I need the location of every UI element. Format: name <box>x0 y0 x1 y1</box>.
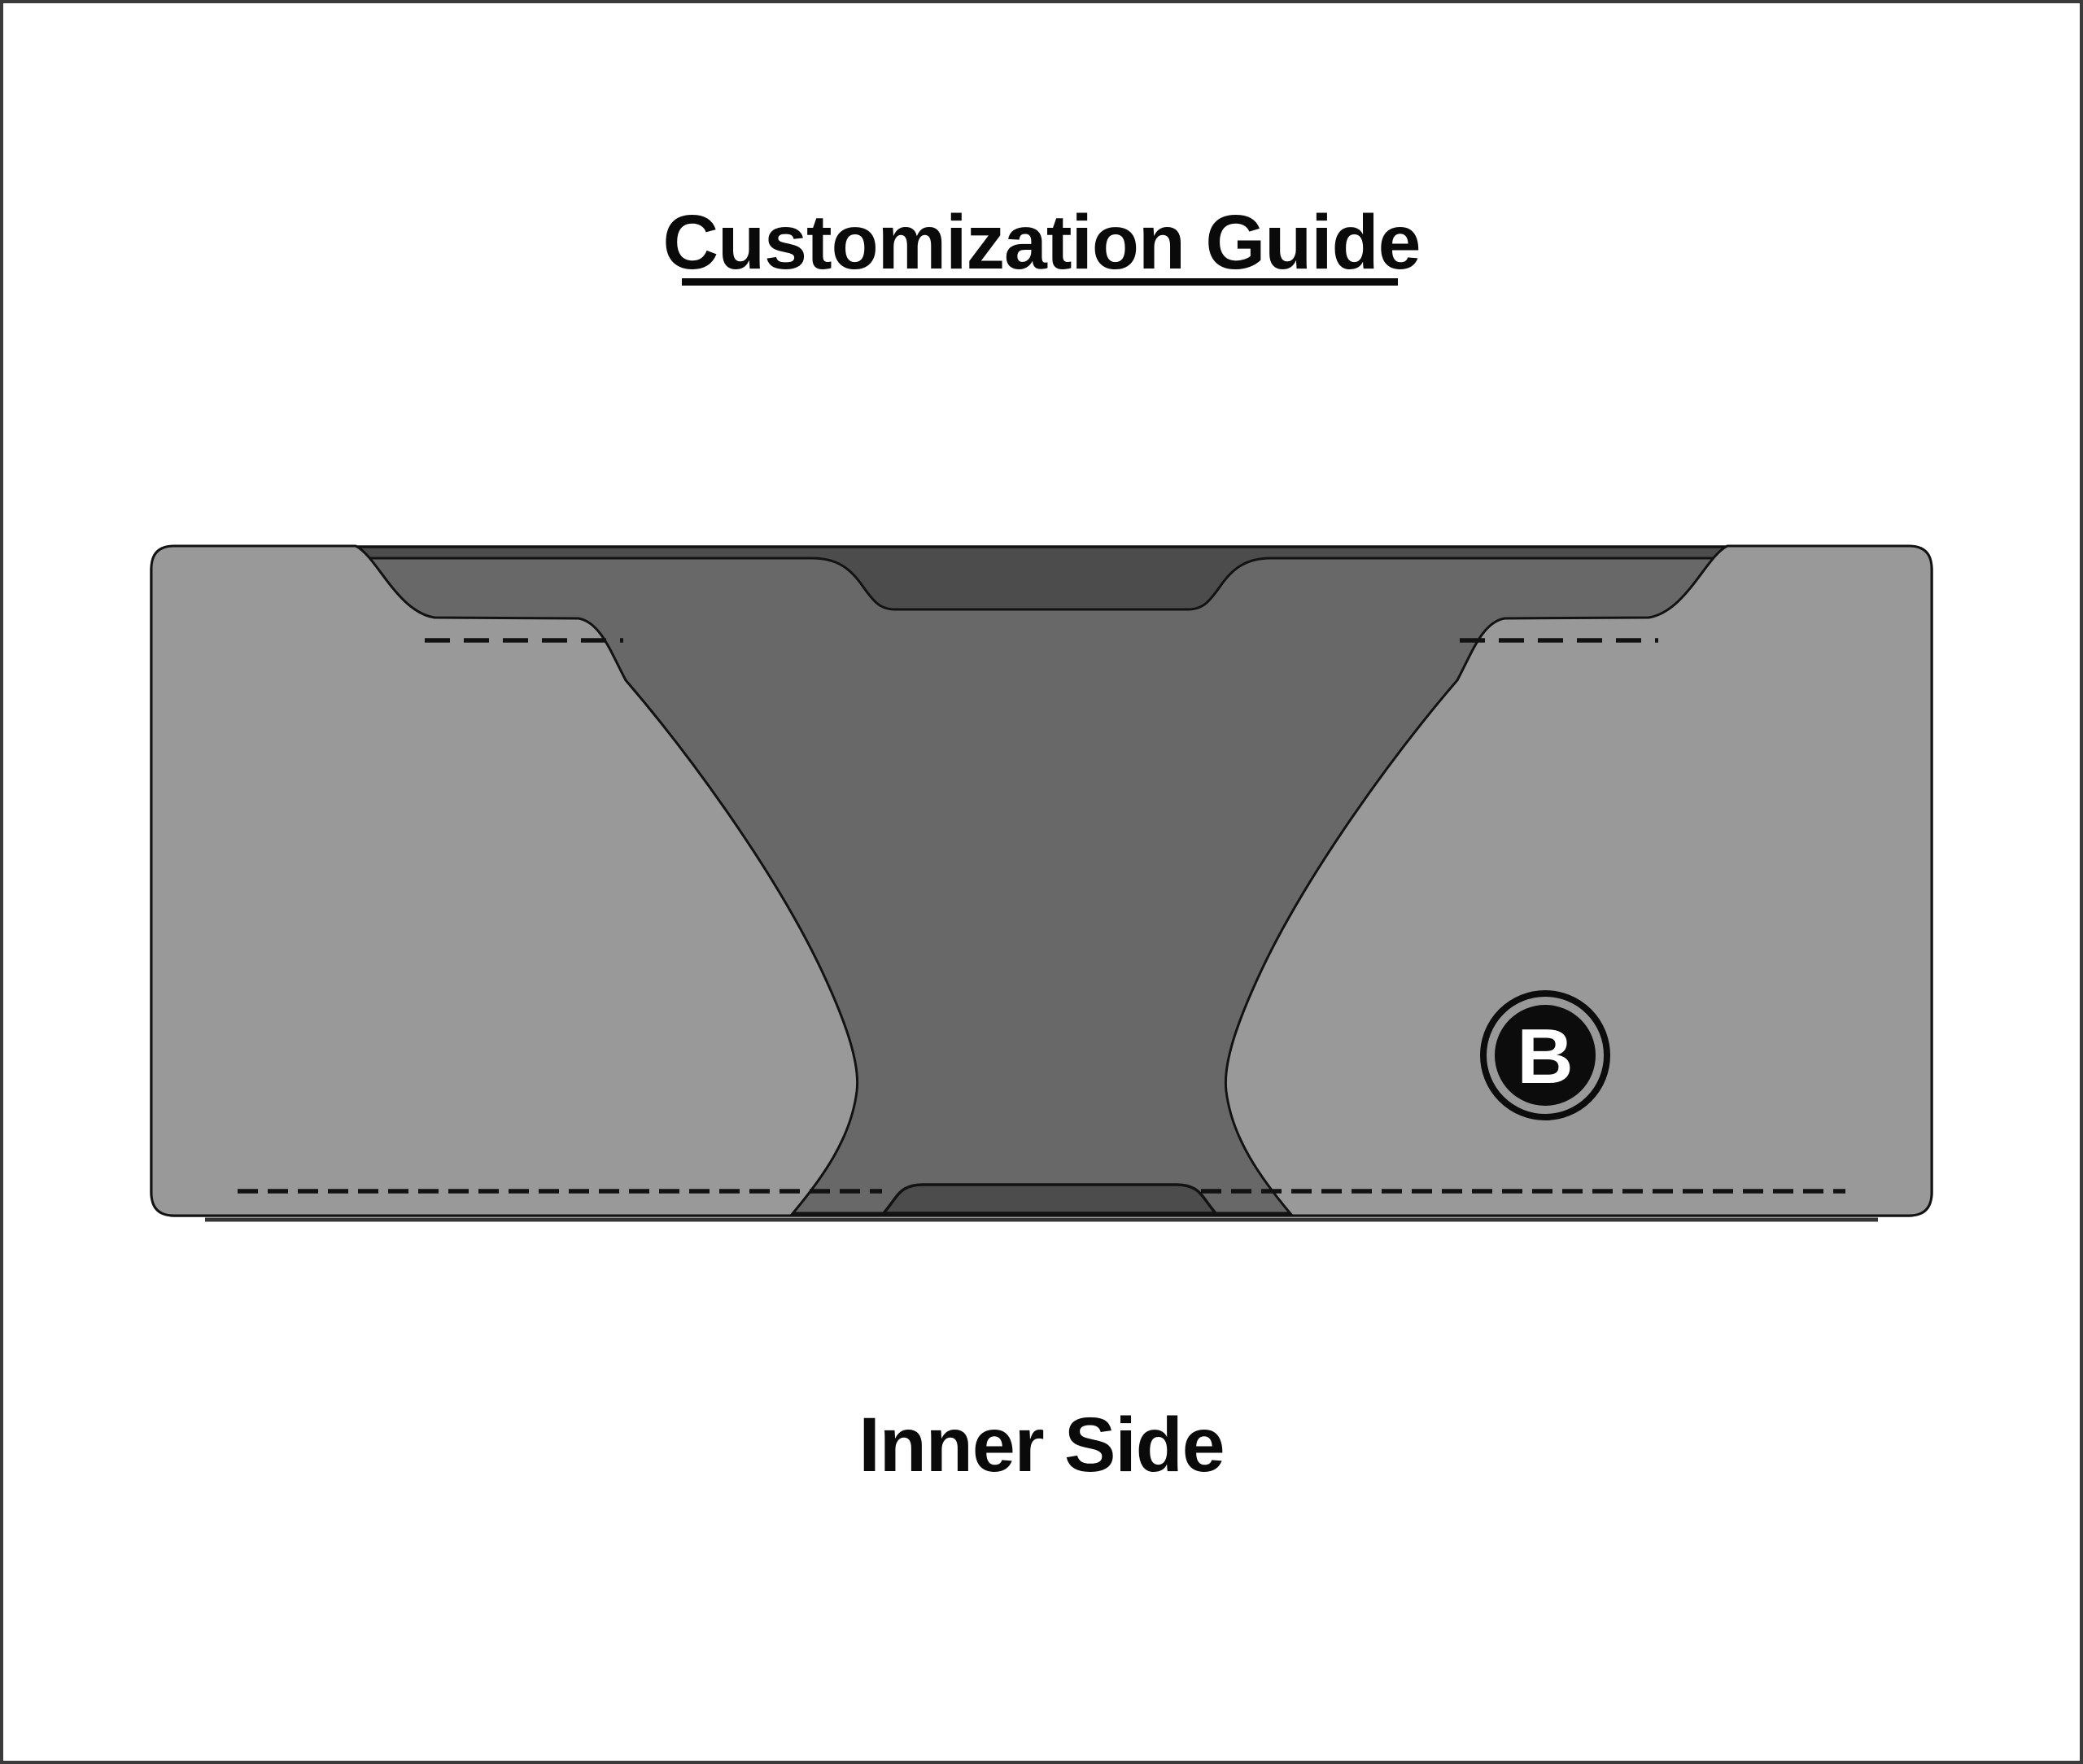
side-label: Inner Side <box>858 1402 1224 1488</box>
badge-outer-ring-icon <box>1480 990 1610 1120</box>
badge-letter: B <box>1517 1013 1573 1100</box>
left-pocket-panel <box>150 544 859 1217</box>
brand-badge: B <box>1480 990 1610 1120</box>
page-title: Customization Guide <box>663 199 1421 286</box>
bottom-center-tab <box>880 1183 1219 1215</box>
title-underline <box>682 278 1398 286</box>
badge-disc-icon <box>1495 1005 1596 1106</box>
right-pocket-panel <box>1224 544 1933 1217</box>
